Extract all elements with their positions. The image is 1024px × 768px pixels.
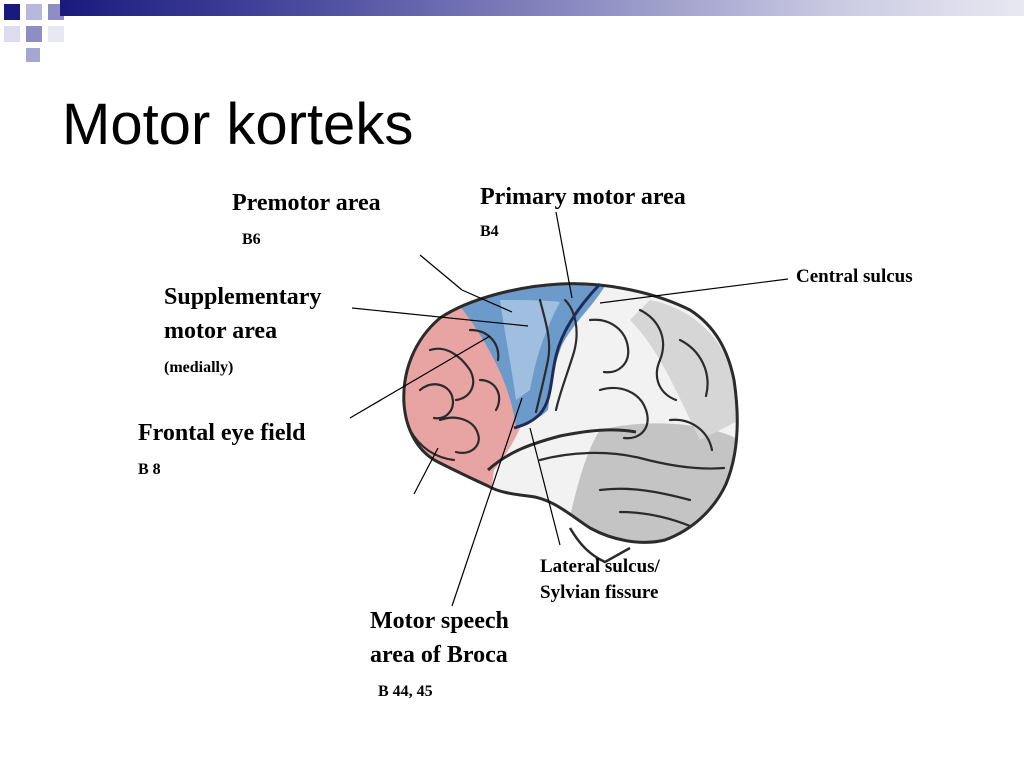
- label-frontal-code: B 8: [138, 461, 161, 478]
- label-primary-motor-area: Primary motor area: [480, 184, 686, 210]
- label-broca-code: B 44, 45: [378, 683, 433, 700]
- leader-primary: [555, 211, 573, 299]
- theme-top-bar: [60, 0, 1024, 16]
- label-frontal-eye-field: Frontal eye field: [138, 420, 306, 446]
- label-broca-line2: area of Broca: [370, 642, 508, 668]
- theme-corner-squares: [0, 0, 80, 64]
- leader-frontal-pole: [413, 447, 439, 495]
- leader-premotor-2: [461, 289, 513, 313]
- label-lateral-sulcus-line1: Lateral sulcus/: [540, 556, 660, 577]
- leader-central-sulcus: [599, 278, 789, 304]
- leader-broca: [451, 397, 523, 607]
- label-central-sulcus: Central sulcus: [796, 266, 913, 287]
- leader-lateral-sulcus: [529, 427, 561, 546]
- label-premotor-code: B6: [242, 231, 261, 248]
- label-supplementary-note: (medially): [164, 359, 234, 376]
- label-lateral-sulcus-line2: Sylvian fissure: [540, 582, 659, 603]
- lateral-sulcus-line: [486, 428, 637, 472]
- label-broca-line1: Motor speech: [370, 608, 509, 634]
- occipital-shading: [630, 300, 738, 440]
- slide-title: Motor korteks: [62, 92, 414, 157]
- leader-premotor: [419, 254, 463, 291]
- central-sulcus-line: [513, 282, 602, 430]
- label-supplementary-line1: Supplementary: [164, 284, 322, 310]
- brain-stem: [568, 527, 631, 564]
- leader-frontal-eye: [349, 335, 491, 419]
- label-supplementary-line2: motor area: [164, 318, 278, 344]
- label-premotor-area: Premotor area: [232, 190, 381, 216]
- label-primary-code: B4: [480, 223, 499, 240]
- leader-supplementary: [351, 307, 529, 327]
